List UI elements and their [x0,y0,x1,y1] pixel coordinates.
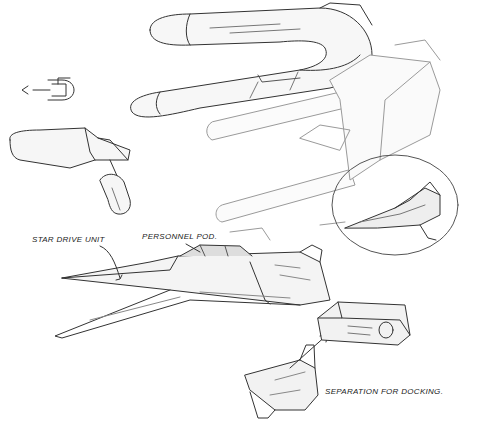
separated-personnel-pod [318,302,410,345]
main-ship-sketch [55,245,330,338]
leader-line [186,244,200,252]
note-label: SEPARATION FOR DOCKING. [325,388,443,397]
pod-nacelle-sketch [10,128,131,214]
faded-ship-sketch [207,40,440,240]
separated-drive-unit [245,334,328,418]
side-view-icon [22,78,74,100]
leader-arrow [116,275,122,280]
part-label: PERSONNEL POD. [142,233,217,242]
circled-ship-sketch [345,182,440,240]
leader-line [100,246,120,278]
part-label: STAR DRIVE UNIT [32,236,105,245]
highlight-circle [332,155,458,255]
